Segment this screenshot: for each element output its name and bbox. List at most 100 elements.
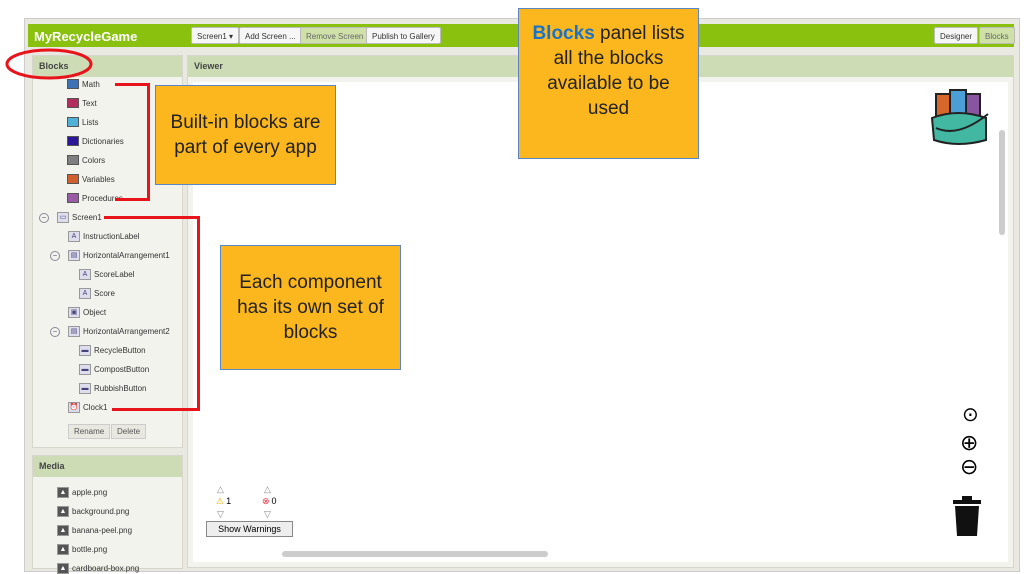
show-warnings-button[interactable]: Show Warnings [206, 521, 293, 537]
component-compostbutton[interactable]: ▬CompostButton [79, 363, 149, 375]
blocks-callout-text: panel lists all the blocks available to … [547, 23, 685, 119]
clock-icon: ⏰ [68, 401, 80, 413]
image-file-icon: ▲ [57, 505, 69, 517]
blocks-panel-title: Blocks [33, 56, 182, 77]
block-label: Variables [82, 174, 115, 184]
media-file[interactable]: ▲background.png [57, 505, 129, 517]
variables-drawer-icon [67, 174, 79, 184]
blocks-button[interactable]: Blocks [979, 27, 1015, 44]
builtin-block-text[interactable]: Text [67, 97, 97, 109]
arrangement-icon: ▤ [68, 249, 80, 261]
button-icon: ▬ [79, 363, 91, 375]
component-label: HorizontalArrangement2 [83, 326, 170, 336]
builtin-block-lists[interactable]: Lists [67, 116, 98, 128]
warning-up-arrow[interactable]: △ [217, 484, 224, 494]
remove-screen-button[interactable]: Remove Screen [300, 27, 370, 44]
button-icon: ▬ [79, 344, 91, 356]
blocks-panel-callout: Blocks panel lists all the blocks availa… [518, 8, 699, 159]
component-label: Score [94, 288, 115, 298]
component-label: Screen1 [72, 212, 102, 222]
delete-button[interactable]: Delete [111, 424, 147, 439]
media-file-name: banana-peel.png [72, 525, 133, 535]
trash-icon[interactable] [951, 496, 983, 536]
component-horizontalarrangement2[interactable]: ▤HorizontalArrangement2 [68, 325, 170, 337]
error-down-arrow[interactable]: ▽ [264, 509, 271, 519]
block-label: Colors [82, 155, 106, 165]
component-blocks-callout: Each component has its own set of blocks [220, 245, 401, 370]
zoom-in-icon[interactable]: ⊕ [960, 430, 979, 455]
block-label: Text [82, 98, 97, 108]
errors-indicator: ⊗0 [262, 496, 277, 507]
label-icon: A [68, 230, 80, 242]
image-file-icon: ▲ [57, 524, 69, 536]
screen-dropdown[interactable]: Screen1 ▾ [191, 27, 240, 44]
collapse-toggle[interactable]: − [50, 327, 60, 337]
add-screen-button[interactable]: Add Screen ... [239, 27, 302, 44]
procedures-drawer-icon [67, 193, 79, 203]
block-label: Procedures [82, 193, 123, 203]
component-label: ScoreLabel [94, 269, 135, 279]
block-label: Dictionaries [82, 136, 124, 146]
collapse-toggle[interactable]: − [39, 213, 49, 223]
blocks-word: Blocks [532, 23, 595, 44]
image-file-icon: ▲ [57, 486, 69, 498]
label-icon: A [79, 287, 91, 299]
media-file[interactable]: ▲banana-peel.png [57, 524, 132, 536]
arrangement-icon: ▤ [68, 325, 80, 337]
collapse-toggle[interactable]: − [50, 251, 60, 261]
blocks-highlight-circle [5, 48, 93, 80]
component-object[interactable]: ▣Object [68, 306, 106, 318]
builtin-block-dictionaries[interactable]: Dictionaries [67, 135, 124, 147]
media-file-name: cardboard-box.png [72, 563, 140, 573]
block-label: Math [82, 79, 100, 89]
component-label: Object [83, 307, 107, 317]
zoom-out-icon[interactable]: ⊖ [960, 454, 979, 479]
media-file[interactable]: ▲bottle.png [57, 543, 107, 555]
builtin-block-colors[interactable]: Colors [67, 154, 105, 166]
text-drawer-icon [67, 98, 79, 108]
media-file[interactable]: ▲cardboard-box.png [57, 562, 139, 574]
media-file-name: bottle.png [72, 544, 108, 554]
math-drawer-icon [67, 79, 79, 89]
warnings-count: 1 [226, 496, 232, 506]
vertical-scrollbar[interactable] [999, 130, 1005, 235]
horizontal-scrollbar[interactable] [282, 551, 548, 557]
screen-icon: ▭ [57, 211, 69, 223]
publish-button[interactable]: Publish to Gallery [366, 27, 441, 44]
component-label: InstructionLabel [83, 231, 140, 241]
media-file-name: background.png [72, 506, 130, 516]
error-icon: ⊗ [262, 496, 270, 506]
builtin-block-variables[interactable]: Variables [67, 173, 115, 185]
component-horizontalarrangement1[interactable]: ▤HorizontalArrangement1 [68, 249, 170, 261]
component-label: HorizontalArrangement1 [83, 250, 170, 260]
button-icon: ▬ [79, 382, 91, 394]
builtin-block-math[interactable]: Math [67, 78, 100, 90]
backpack-icon [930, 89, 989, 145]
warning-icon: ⚠ [216, 496, 225, 506]
lists-drawer-icon [67, 117, 79, 127]
error-up-arrow[interactable]: △ [264, 484, 271, 494]
image-icon: ▣ [68, 306, 80, 318]
component-recyclebutton[interactable]: ▬RecycleButton [79, 344, 146, 356]
component-label: CompostButton [94, 364, 150, 374]
image-file-icon: ▲ [57, 543, 69, 555]
component-screen1[interactable]: ▭Screen1 [57, 211, 102, 223]
component-label: RubbishButton [94, 383, 147, 393]
media-file[interactable]: ▲apple.png [57, 486, 107, 498]
recenter-icon[interactable]: ⊙ [962, 404, 979, 426]
component-rubbishbutton[interactable]: ▬RubbishButton [79, 382, 146, 394]
component-clock1[interactable]: ⏰Clock1 [68, 401, 107, 413]
media-file-name: apple.png [72, 487, 108, 497]
builtin-block-procedures[interactable]: Procedures [67, 192, 123, 204]
rename-button[interactable]: Rename [68, 424, 111, 439]
media-panel-title: Media [33, 456, 182, 477]
component-label: RecycleButton [94, 345, 146, 355]
warning-down-arrow[interactable]: ▽ [217, 509, 224, 519]
dictionaries-drawer-icon [67, 136, 79, 146]
media-panel: Media ▲apple.png▲background.png▲banana-p… [32, 455, 183, 574]
designer-button[interactable]: Designer [934, 27, 979, 44]
block-label: Lists [82, 117, 99, 127]
